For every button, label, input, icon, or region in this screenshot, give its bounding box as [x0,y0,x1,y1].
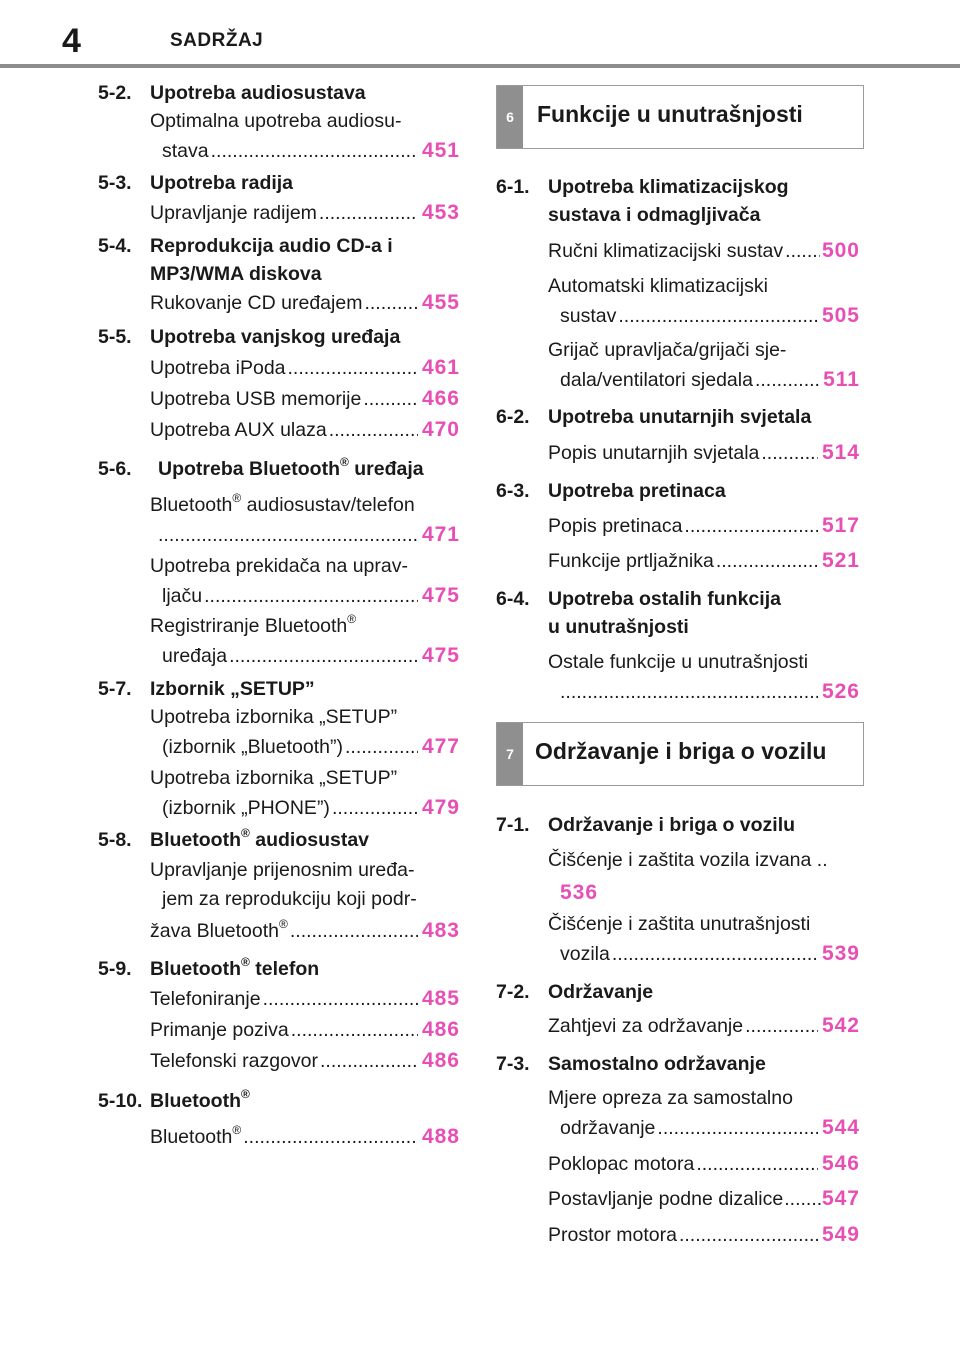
toc-entry-483[interactable]: Upravljanje prijenosnim uređa- jem za re… [150,859,460,942]
chapter-7-tab: 7 [497,723,523,785]
toc-entry-453[interactable]: Upravljanje radijem.....................… [150,201,460,224]
chapter-7-header: 7 Održavanje i briga o vozilu [496,722,864,786]
header-rule [0,64,960,68]
toc-entry-451[interactable]: Optimalna upotreba audiosu- stava.......… [150,110,460,162]
toc-section-5-2: 5-2. Upotreba audiosustava [98,82,366,104]
toc-entry-505[interactable]: Automatski klimatizacijski sustav.......… [548,275,860,327]
toc-entry-488[interactable]: Bluetooth®..............................… [150,1123,460,1148]
chapter-7-title: Održavanje i briga o vozilu [535,738,827,764]
toc-entry-542[interactable]: Zahtjevi za održavanje..................… [548,1014,860,1037]
page-header: 4 SADRŽAJ [0,0,960,68]
toc-entry-511[interactable]: Grijač upravljača/grijači sje- dala/vent… [548,339,860,391]
toc-entry-546[interactable]: Poklopac motora.........................… [548,1152,860,1175]
toc-section-7-1: 7-1. Održavanje i briga o vozilu [496,814,796,836]
page-title: SADRŽAJ [170,30,264,51]
toc-entry-514[interactable]: Popis unutarnjih svjetala...............… [548,441,860,464]
toc-section-6-1: 6-1. Upotreba klimatizacijskog sustava i… [496,176,789,226]
toc-entry-479[interactable]: Upotreba izbornika „SETUP” (izbornik „PH… [150,767,460,819]
toc-entry-486-talking[interactable]: Telefonski razgovor.....................… [150,1049,460,1072]
toc-entry-455[interactable]: Rukovanje CD uređajem...................… [150,291,460,314]
toc-entry-485[interactable]: Telefoniranje...........................… [150,987,460,1010]
toc-entry-486-incoming[interactable]: Primanje poziva.........................… [150,1018,460,1041]
toc-section-6-3: 6-3. Upotreba pretinaca [496,480,726,502]
toc-section-5-6: 5-6. Upotreba Bluetooth® uređaja [98,455,424,480]
toc-entry-549[interactable]: Prostor motora..........................… [548,1223,860,1246]
toc-entry-517[interactable]: Popis pretinaca.........................… [548,514,860,537]
toc-section-5-5: 5-5. Upotreba vanjskog uređaja [98,326,401,348]
toc-section-6-4: 6-4. Upotreba ostalih funkcija u unutraš… [496,588,781,638]
toc-section-5-3: 5-3. Upotreba radija [98,172,294,194]
toc-entry-521[interactable]: Funkcije prtljažnika....................… [548,549,860,572]
chapter-6-tab: 6 [497,86,523,148]
page-number: 4 [62,22,81,60]
toc-section-5-4: 5-4. Reprodukcija audio CD-a i MP3/WMA d… [98,235,393,285]
toc-section-6-2: 6-2. Upotreba unutarnjih svjetala [496,406,812,428]
toc-entry-461[interactable]: Upotreba iPoda..........................… [150,356,460,379]
toc-entry-477[interactable]: Upotreba izbornika „SETUP” (izbornik „Bl… [150,706,460,758]
toc-entry-500[interactable]: Ručni klimatizacijski sustav............… [548,239,860,262]
toc-entry-526[interactable]: Ostale funkcije u unutrašnjosti ........… [548,651,860,703]
toc-section-7-2: 7-2. Održavanje [496,981,654,1003]
chapter-6-header: 6 Funkcije u unutrašnjosti [496,85,864,149]
toc-section-5-9: 5-9. Bluetooth® telefon [98,955,320,980]
toc-entry-475-switches[interactable]: Upotreba prekidača na uprav- ljaču......… [150,555,460,607]
chapter-6-title: Funkcije u unutrašnjosti [537,101,803,127]
toc-section-5-10: 5-10. Bluetooth® [98,1087,250,1112]
toc-entry-470[interactable]: Upotreba AUX ulaza......................… [150,418,460,441]
toc-entry-475-registration[interactable]: Registriranje Bluetooth® uređaja........… [150,612,460,667]
toc-entry-471[interactable]: Bluetooth® audiosustav/telefon .........… [150,491,460,546]
toc-entry-539[interactable]: Čišćenje i zaštita unutrašnjosti vozila.… [548,913,860,965]
toc-entry-466[interactable]: Upotreba USB memorije...................… [150,387,460,410]
toc-entry-544[interactable]: Mjere opreza za samostalno održavanje...… [548,1087,860,1139]
toc-section-5-7: 5-7. Izbornik „SETUP” [98,678,315,700]
toc-section-7-3: 7-3. Samostalno održavanje [496,1053,766,1075]
toc-entry-547[interactable]: Postavljanje podne dizalice.............… [548,1187,860,1210]
toc-entry-536[interactable]: Čišćenje i zaštita vozila izvana .. 536 [548,849,828,904]
toc-section-5-8: 5-8. Bluetooth® audiosustav [98,826,370,851]
